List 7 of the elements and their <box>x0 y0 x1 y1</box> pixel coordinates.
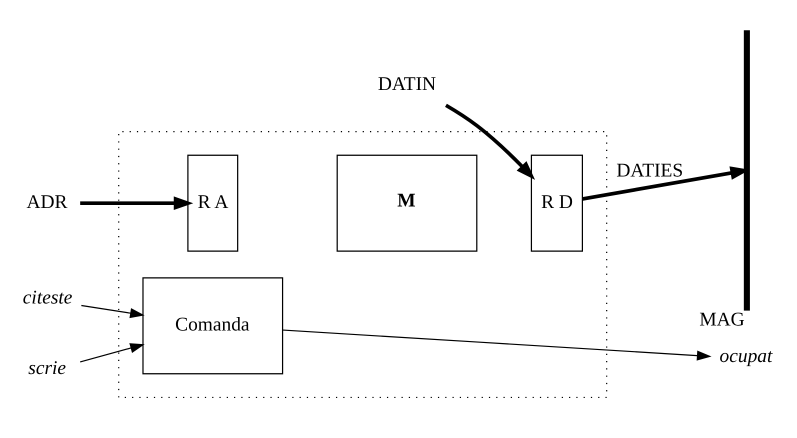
node-text: citeste <box>22 288 72 309</box>
node-text: DATIN <box>378 74 436 96</box>
node-text: ADR <box>26 192 68 213</box>
node-text: ocupat <box>720 346 772 367</box>
node-label: MAG <box>699 310 745 331</box>
edge-label: DATIES <box>616 160 684 182</box>
node-text: scrie <box>28 358 66 380</box>
